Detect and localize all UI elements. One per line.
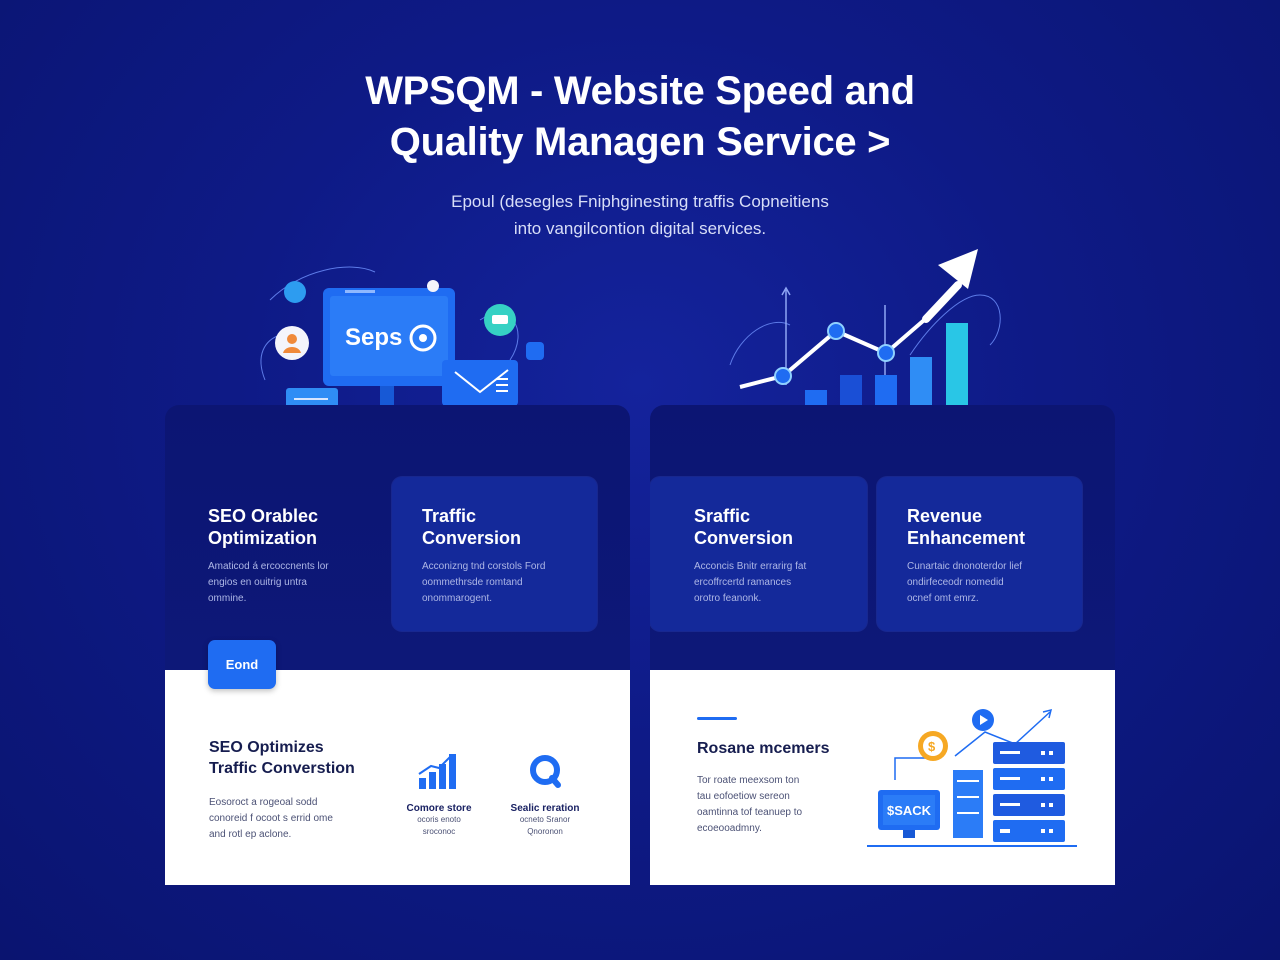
feature-sealic-reration[interactable]: Sealic reration ocneto Sranor Qnoronon xyxy=(495,750,595,838)
monitor-text: Seps xyxy=(345,324,402,351)
card-description-line: Acconcis Bnitr errarirg fat xyxy=(694,561,807,572)
location-pin-icon xyxy=(284,281,306,303)
lower-description: Eosoroct a rogeoal sodd conoreid f ocoot… xyxy=(209,795,379,843)
pin-icon xyxy=(427,280,439,292)
feature-sub: ocoris enoto sroconoc xyxy=(389,814,489,838)
card-description-line: onommarogent. xyxy=(422,593,493,604)
card-description: Amaticod á ercoccnents lor engios en oui… xyxy=(208,559,388,607)
feature-comore-store[interactable]: Comore store ocoris enoto sroconoc xyxy=(389,750,489,838)
accent-divider xyxy=(697,717,737,720)
lower-description-line: Tor roate meexsom ton xyxy=(697,775,800,786)
card-title-line-2: Optimization xyxy=(208,528,317,548)
lower-description-line: and rotl ep aclone. xyxy=(209,829,292,840)
page-title: WPSQM - Website Speed and Quality Manage… xyxy=(0,66,1280,168)
card-title-line-2: Enhancement xyxy=(907,528,1026,548)
cta-button[interactable]: Eond xyxy=(208,640,276,689)
lower-description-line: ecoeooadmny. xyxy=(697,823,762,834)
server-label: $SACK xyxy=(887,803,932,818)
lower-title-line-1: SEO Optimizes xyxy=(209,739,324,756)
page-subtitle: Epoul (desegles Fniphginesting traffis C… xyxy=(0,188,1280,242)
card-title-line-1: SEO Orablec xyxy=(208,506,319,526)
lower-title-line-2: Traffic Converstion xyxy=(209,760,355,777)
card-title: Sraffic Conversion xyxy=(694,505,867,549)
lower-description: Tor roate meexsom ton tau eofoetiow sere… xyxy=(697,773,867,837)
bar-chart-icon xyxy=(418,754,456,789)
page-title-line-1: WPSQM - Website Speed and xyxy=(365,69,915,113)
lower-description-line: oamtinna tof teanuep to xyxy=(697,807,803,818)
bar-icon xyxy=(946,323,968,430)
card-title: Traffic Conversion xyxy=(422,505,597,549)
card-description-line: oommethrsde romtand xyxy=(422,577,523,588)
lower-description-line: Eosoroct a rogeoal sodd xyxy=(209,797,318,808)
data-point-icon xyxy=(827,322,845,340)
feature-sub-line: sroconoc xyxy=(422,827,456,836)
arrow-up-icon xyxy=(938,249,978,289)
data-point-icon xyxy=(877,344,895,362)
card-title: SEO Orablec Optimization xyxy=(208,505,388,549)
data-point-icon xyxy=(774,367,792,385)
card-description-line: ondirfeceodr nomedid xyxy=(907,577,1004,588)
card-title: Revenue Enhancement xyxy=(907,505,1082,549)
card-title-line-1: Sraffic xyxy=(694,506,751,526)
feature-sub-line: ocneto Sranor xyxy=(519,815,571,824)
lower-description-line: tau eofoetiow sereon xyxy=(697,791,790,802)
card-description-line: Acconizng tnd corstols Ford xyxy=(422,561,546,572)
feature-label: Comore store xyxy=(406,803,472,814)
page-title-line-2[interactable]: Quality Managen Service > xyxy=(389,120,891,164)
panel-revenue: Sraffic Conversion Acconcis Bnitr errari… xyxy=(650,405,1115,885)
card-title-line-2: Conversion xyxy=(422,528,522,548)
card-description: Acconizng tnd corstols Ford oommethrsde … xyxy=(422,559,597,607)
card-title-line-2: Conversion xyxy=(694,528,794,548)
search-icon xyxy=(530,755,561,788)
panel-revenue-lower: Rosane mcemers Tor roate meexsom ton tau… xyxy=(650,670,1115,885)
panel-seo: SEO Orablec Optimization Amaticod á erco… xyxy=(165,405,630,885)
card-description-line: Cunartaic dnonoterdor lief xyxy=(907,561,1023,572)
card-revenue-enhancement[interactable]: Revenue Enhancement Cunartaic dnonoterdo… xyxy=(877,477,1082,631)
lower-description-line: conoreid f ocoot s errid ome xyxy=(209,813,333,824)
server-unit-icon xyxy=(993,768,1065,790)
card-traffic-conversion[interactable]: Traffic Conversion Acconizng tnd corstol… xyxy=(392,477,597,631)
page-subtitle-line-1: Epoul (desegles Fniphginesting traffis C… xyxy=(451,192,829,211)
card-sraffic-conversion[interactable]: Sraffic Conversion Acconcis Bnitr errari… xyxy=(650,477,867,631)
lower-title: SEO Optimizes Traffic Converstion xyxy=(209,737,379,779)
card-title-line-1: Traffic xyxy=(422,506,477,526)
panel-seo-top: SEO Orablec Optimization Amaticod á erco… xyxy=(165,405,630,670)
lower-title: Rosane mcemers xyxy=(697,740,830,757)
lower-summary: Rosane mcemers Tor roate meexsom ton tau… xyxy=(697,738,867,837)
card-description: Acconcis Bnitr errarirg fat ercoffrcertd… xyxy=(694,559,867,607)
page-subtitle-line-2: into vangilcontion digital services. xyxy=(513,219,767,238)
card-description-line: ercoffrcertd ramances xyxy=(694,577,792,588)
server-unit-icon xyxy=(993,742,1065,764)
card-description: Cunartaic dnonoterdor lief ondirfeceodr … xyxy=(907,559,1082,607)
mail-icon xyxy=(442,360,518,406)
feature-sub-line: Qnoronon xyxy=(527,827,563,836)
card-seo-optimization[interactable]: SEO Orablec Optimization Amaticod á erco… xyxy=(208,505,388,607)
server-unit-icon xyxy=(993,820,1065,842)
card-description-line: engios en ouitrig untra xyxy=(208,577,307,588)
card-description-line: Amaticod á ercoccnents lor xyxy=(208,561,329,572)
revenue-server-illustration: $ $SACK xyxy=(867,708,1077,847)
card-description-line: ommine. xyxy=(208,593,247,604)
panel-seo-lower: SEO Optimizes Traffic Converstion Eosoro… xyxy=(165,670,630,885)
card-description-line: ocnef omt emrz. xyxy=(907,593,979,604)
server-unit-icon xyxy=(993,794,1065,816)
svg-text:$: $ xyxy=(928,739,936,754)
feature-label: Sealic reration xyxy=(510,803,580,814)
message-icon xyxy=(526,342,544,360)
feature-sub-line: ocoris enoto xyxy=(417,815,461,824)
panel-revenue-top: Sraffic Conversion Acconcis Bnitr errari… xyxy=(650,405,1115,670)
feature-sub: ocneto Sranor Qnoronon xyxy=(495,814,595,838)
card-description-line: orotro feanonk. xyxy=(694,593,762,604)
card-title-line-1: Revenue xyxy=(907,506,983,526)
lower-summary: SEO Optimizes Traffic Converstion Eosoro… xyxy=(209,737,379,843)
